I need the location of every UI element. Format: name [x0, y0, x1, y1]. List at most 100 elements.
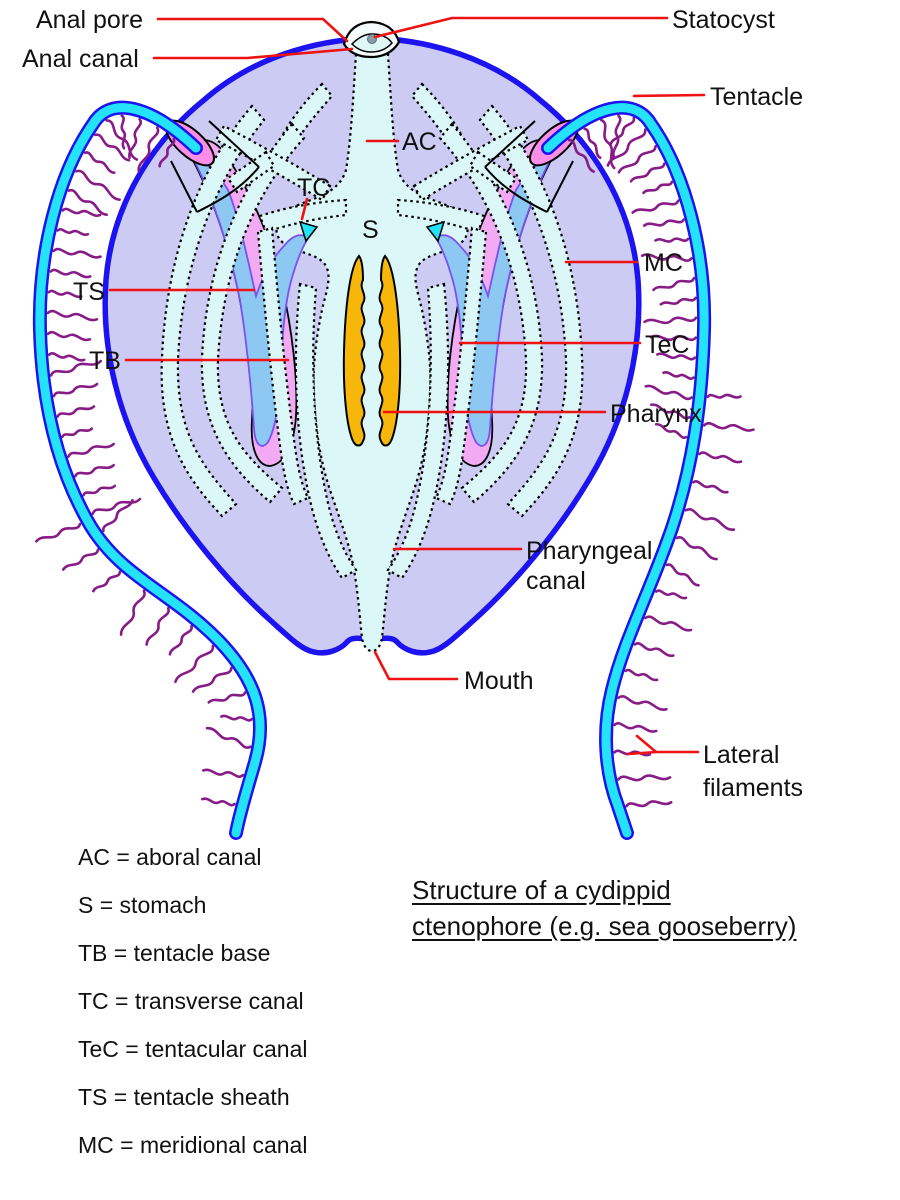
- figure-title-line2: ctenophore (e.g. sea gooseberry): [412, 911, 797, 941]
- tentacle-root-left: [298, 220, 319, 243]
- lateral-filament: [665, 563, 700, 587]
- tentacle-core: [35, 103, 265, 838]
- lateral-filament: [609, 116, 636, 147]
- lateral-filament: [46, 330, 92, 342]
- lateral-filament: [642, 218, 686, 227]
- lateral-filament: [200, 797, 236, 807]
- lateral-filament: [220, 714, 253, 722]
- lateral-filament: [617, 774, 672, 782]
- leader-anal-canal: [152, 47, 354, 60]
- lateral-filament: [61, 207, 102, 217]
- lateral-filament: [654, 589, 688, 600]
- lateral-filament: [643, 316, 698, 325]
- lateral-filament: [706, 393, 742, 399]
- lateral-filament: [94, 133, 131, 162]
- lateral-filament: [631, 199, 680, 214]
- lateral-filaments-group: [35, 114, 755, 808]
- meridional-canal-outer-left: [160, 104, 266, 518]
- tentacular-canal-left: [256, 226, 310, 506]
- lateral-filament: [119, 589, 146, 636]
- funnel-wall: [208, 120, 260, 168]
- label-s: S: [362, 216, 379, 244]
- leader-tentacle: [632, 93, 706, 98]
- lateral-filament: [625, 800, 673, 808]
- legend-item-tc: TC = transverse canal: [78, 988, 304, 1014]
- label-statocyst: Statocyst: [672, 6, 775, 34]
- lateral-filament: [644, 384, 693, 401]
- interradial-branch-left: [226, 150, 276, 194]
- lateral-filament: [649, 334, 698, 342]
- lateral-filament: [56, 228, 90, 236]
- lateral-filament: [684, 508, 736, 531]
- lateral-filament: [52, 247, 102, 259]
- funnel-wall: [546, 160, 574, 213]
- leader-tc: [300, 197, 309, 221]
- lateral-filament: [606, 128, 647, 167]
- lateral-filament: [82, 484, 117, 497]
- funnel-inner-edge: [196, 166, 260, 213]
- lateral-filament: [74, 463, 115, 478]
- pharynx-right-band: [378, 254, 402, 447]
- lateral-filament: [91, 570, 122, 593]
- label-lateral-filaments-line1: Lateral: [703, 741, 779, 769]
- tentacle-right: [541, 100, 712, 840]
- lateral-filament: [692, 480, 729, 494]
- lateral-filament: [35, 522, 82, 543]
- tentacle-core: [543, 103, 709, 838]
- leader-lateral-filaments-2: [626, 750, 658, 756]
- tentacle-left: [32, 100, 268, 840]
- pharynx-left-band: [342, 254, 366, 447]
- lateral-filament: [102, 498, 134, 533]
- lateral-filament: [137, 126, 160, 173]
- tentacle-root-right: [425, 220, 446, 243]
- lateral-filament: [145, 607, 170, 646]
- lateral-filament: [61, 427, 94, 439]
- figure-title-line1: Structure of a cydippid: [412, 875, 671, 905]
- lateral-filament: [652, 276, 696, 292]
- label-pharyngeal-canal-line1: Pharyngeal: [526, 537, 652, 565]
- lateral-filament: [659, 296, 697, 306]
- statocyst: [342, 20, 401, 59]
- pharynx: [342, 254, 402, 447]
- label-anal-pore: Anal pore: [36, 6, 143, 34]
- meridional-canal-outer-right: [478, 104, 584, 518]
- lateral-filament: [629, 162, 666, 183]
- lateral-filament: [47, 352, 86, 362]
- lateral-filament: [654, 237, 690, 243]
- legend-item-s: S = stomach: [78, 892, 207, 918]
- interradial-branch-right: [468, 150, 518, 194]
- lateral-filament: [600, 118, 616, 170]
- label-pharynx: Pharynx: [610, 400, 702, 428]
- lateral-filament: [642, 180, 674, 195]
- lateral-filament: [168, 624, 193, 656]
- label-lateral-filaments-line2: filaments: [703, 774, 803, 802]
- lateral-filament: [52, 382, 99, 398]
- lateral-filament: [75, 169, 121, 201]
- label-anal-canal: Anal canal: [22, 45, 139, 73]
- leader-lateral-filaments: [635, 734, 700, 754]
- lateral-filament: [656, 352, 697, 361]
- meridional-canal-second-right: [438, 122, 544, 504]
- leader-anal-pore: [156, 17, 349, 43]
- lateral-filament: [67, 188, 109, 217]
- lateral-filament: [612, 114, 622, 160]
- label-ac: AC: [402, 128, 437, 156]
- lateral-filament: [698, 451, 743, 464]
- abbreviation-legend: AC = aboral canal S = stomach TB = tenta…: [78, 833, 308, 1169]
- lateral-filament: [640, 253, 693, 262]
- lateral-filament: [633, 642, 675, 657]
- lateral-filament: [201, 768, 245, 778]
- lateral-filament: [624, 668, 659, 682]
- lateral-filament: [47, 289, 83, 299]
- lateral-filament: [567, 138, 595, 173]
- lateral-filament: [662, 371, 695, 380]
- lateral-filament: [83, 151, 116, 175]
- funnel-inner-edge: [484, 166, 548, 213]
- lateral-filament: [654, 422, 688, 439]
- label-mc: MC: [644, 249, 683, 277]
- lateral-filament: [702, 422, 755, 432]
- diagram-labels: Anal pore Anal canal Statocyst Tentacle …: [22, 6, 803, 802]
- lateral-filament: [617, 144, 657, 174]
